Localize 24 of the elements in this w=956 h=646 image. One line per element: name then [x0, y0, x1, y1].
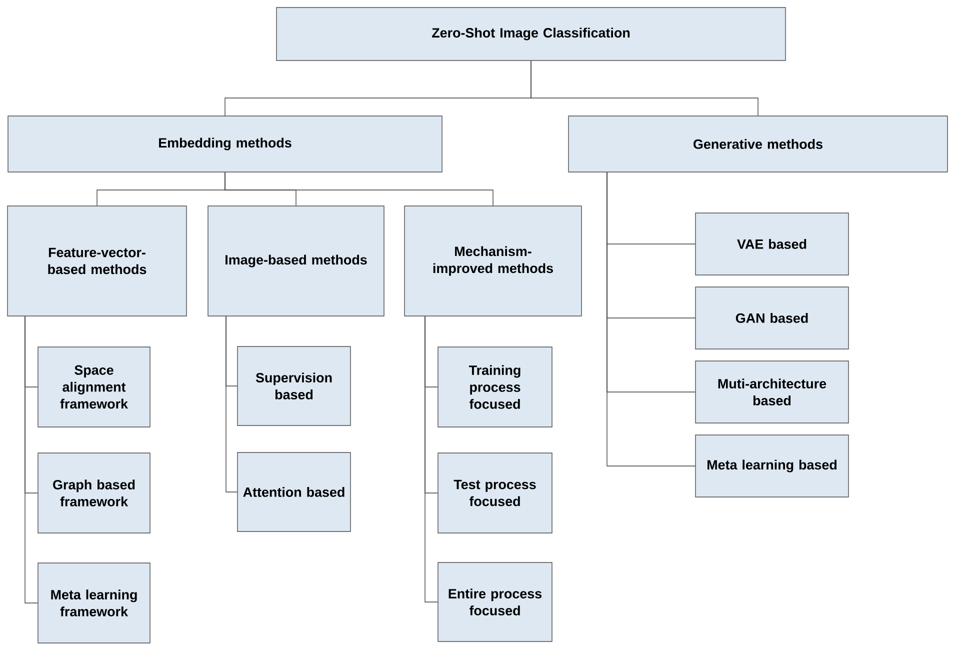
category-box: Embedding methods: [8, 116, 442, 172]
category-box: Meta learning based: [695, 434, 849, 498]
category-box: Feature-vector-based methods: [7, 206, 187, 316]
category-box: Image-based methods: [208, 206, 384, 316]
category-box: Test process focused: [438, 452, 552, 534]
connector-line: [530, 60, 758, 116]
category-box: Training process focused: [438, 346, 552, 428]
category-box: Mechanism-improved methods: [404, 206, 582, 316]
category-box: Zero-Shot Image Classification: [276, 7, 786, 61]
category-box: VAE based: [695, 212, 849, 276]
connector-line: [226, 316, 238, 492]
category-box: Muti-architecture based: [695, 360, 849, 424]
category-box: Meta learning framework: [38, 562, 150, 644]
connector-line: [606, 172, 696, 466]
category-box: Graph based framework: [38, 452, 150, 534]
category-box: Space alignment framework: [38, 346, 150, 428]
category-box: GAN based: [695, 286, 849, 350]
category-box: Attention based: [237, 452, 351, 532]
category-box: Entire process focused: [438, 562, 552, 642]
connector-line: [424, 316, 438, 602]
category-box: Generative methods: [568, 116, 948, 172]
category-box: Supervision based: [237, 346, 351, 426]
connector-line: [24, 316, 38, 604]
connector-line: [224, 172, 494, 206]
